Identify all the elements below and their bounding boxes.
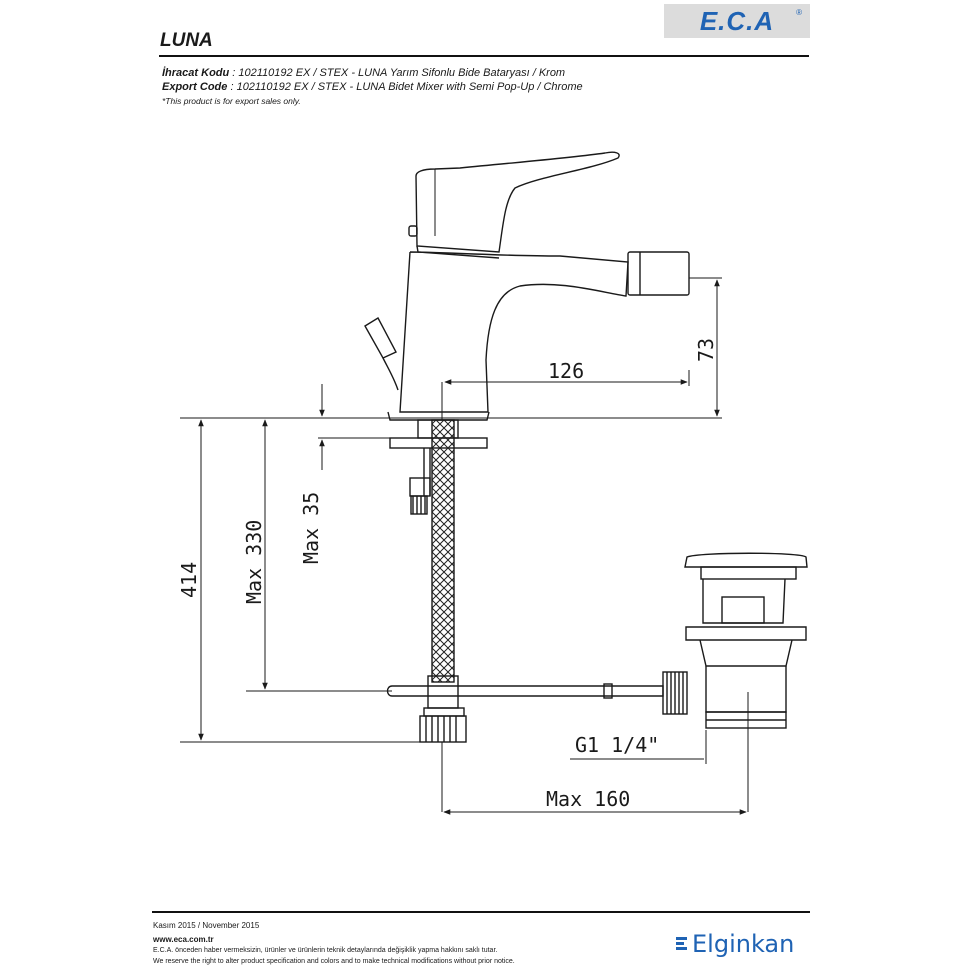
dim-spout-height: 73 xyxy=(694,338,718,362)
dim-total-height: 414 xyxy=(177,562,201,598)
export-code-tr-value: : 102110192 EX / STEX - LUNA Yarım Sifon… xyxy=(229,67,566,79)
dim-thread: G1 1/4" xyxy=(575,733,659,757)
faucet-body xyxy=(364,151,808,743)
dim-max-thickness: Max 35 xyxy=(299,492,323,564)
export-note: *This product is for export sales only. xyxy=(162,96,301,106)
elginkan-logo-text: Elginkan xyxy=(692,930,795,958)
header-rule xyxy=(159,55,809,57)
export-code-en-value: : 102110192 EX / STEX - LUNA Bidet Mixer… xyxy=(227,81,583,93)
eca-logo-text: E.C.A xyxy=(699,6,775,36)
dim-max-reach: Max 160 xyxy=(546,787,630,811)
product-title: LUNA xyxy=(160,30,213,51)
footer-disclaimer-tr: E.C.A. önceden haber vermeksizin, ürünle… xyxy=(153,947,498,954)
export-code-en-label: Export Code xyxy=(162,81,228,93)
dim-max-below: Max 330 xyxy=(242,520,266,604)
dim-spout-reach: 126 xyxy=(548,359,584,383)
dimension-arrows xyxy=(198,279,747,815)
export-code-en: Export Code : 102110192 EX / STEX - LUNA… xyxy=(162,81,583,93)
footer-date: Kasım 2015 / November 2015 xyxy=(153,921,260,930)
registered-mark: ® xyxy=(796,8,802,17)
footer-disclaimer-en: We reserve the right to alter product sp… xyxy=(153,958,515,965)
elginkan-mark-icon xyxy=(676,937,687,951)
reference-lines xyxy=(180,277,749,812)
footer-rule xyxy=(152,911,810,913)
export-code-tr-label: İhracat Kodu xyxy=(162,67,230,79)
eca-logo: E.C.A ® xyxy=(664,4,810,38)
export-code-tr: İhracat Kodu : 102110192 EX / STEX - LUN… xyxy=(162,67,565,79)
footer-website: www.eca.com.tr xyxy=(153,935,214,944)
